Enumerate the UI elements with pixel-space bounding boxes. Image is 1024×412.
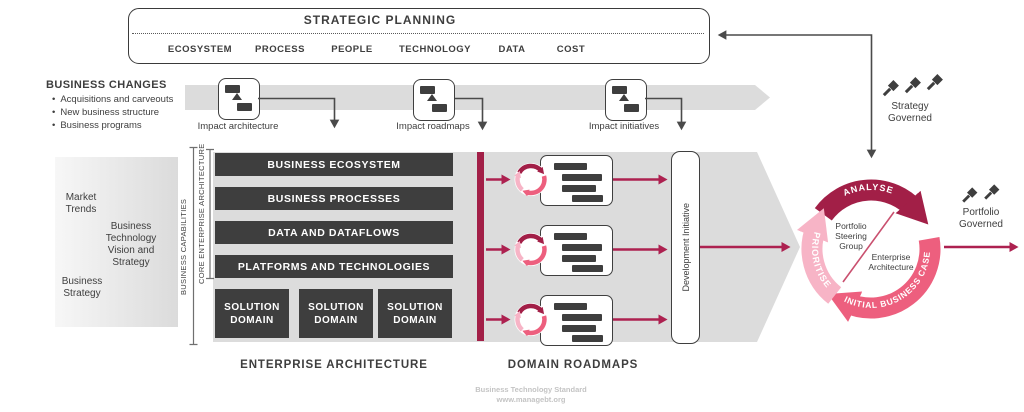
business-changes-band — [185, 85, 770, 110]
domain-roadmaps-section-label: DOMAIN ROADMAPS — [507, 359, 639, 371]
change-arrow-icon — [232, 93, 242, 100]
gantt-bar — [554, 303, 587, 310]
business-strategy-label: Business Strategy — [61, 276, 103, 299]
gantt-bar — [572, 335, 603, 342]
analyse-label: ANALYSE — [842, 182, 894, 198]
business-capabilities-label: BUSINESS CAPABILITIES — [179, 198, 188, 296]
layer-platforms-and-technologies: PLATFORMS AND TECHNOLOGIES — [215, 255, 453, 278]
solution-domain-3: SOLUTION DOMAIN — [378, 289, 452, 338]
strategic-planning-box — [128, 8, 710, 64]
solution-domain-1: SOLUTION DOMAIN — [215, 289, 289, 338]
impact-initiatives-label: Impact initiatives — [588, 121, 660, 132]
vision-strategy-label: Business Technology Vision and Strategy — [105, 221, 157, 268]
gantt-bar — [562, 314, 602, 321]
bc-bullet-1: Acquisitions and carveouts — [52, 94, 173, 105]
enterprise-architecture-inner-label: Enterprise Architecture — [868, 252, 914, 272]
change-icon — [225, 85, 240, 93]
gantt-bar — [572, 265, 603, 272]
sp-item-data: DATA — [498, 44, 526, 55]
bc-bullet-2: New business structure — [52, 107, 159, 118]
sp-item-process: PROCESS — [255, 44, 305, 55]
strategy-governed-label: Strategy Governed — [888, 101, 932, 124]
layer-business-processes: BUSINESS PROCESSES — [215, 187, 453, 210]
roadmap-card-2 — [540, 225, 613, 276]
gavel-icon — [882, 80, 899, 97]
gantt-bar — [562, 174, 602, 181]
impact-architecture-box — [218, 78, 260, 120]
footer-line1: Business Technology Standard — [475, 385, 587, 394]
solution-domain-2: SOLUTION DOMAIN — [299, 289, 373, 338]
change-icon — [237, 103, 252, 111]
gavel-icon — [962, 187, 978, 203]
gantt-bar — [562, 255, 596, 262]
gantt-bar — [554, 233, 587, 240]
sp-item-cost: COST — [556, 44, 586, 55]
analyse-arc — [814, 179, 929, 225]
change-icon — [612, 86, 627, 94]
enterprise-architecture-section-label: ENTERPRISE ARCHITECTURE — [240, 359, 428, 371]
development-initiative-box: Development Initiative — [671, 151, 700, 344]
change-icon — [420, 86, 435, 94]
business-changes-title: BUSINESS CHANGES — [46, 79, 167, 91]
change-icon — [624, 104, 639, 112]
roadmap-card-3 — [540, 295, 613, 346]
sp-item-ecosystem: ECOSYSTEM — [167, 44, 233, 55]
strategic-planning-divider — [132, 33, 704, 34]
core-ea-bracket — [206, 148, 214, 280]
roadmap-divider-bar — [477, 152, 484, 341]
impact-architecture-label: Impact architecture — [197, 121, 279, 132]
impact-initiatives-box — [605, 79, 647, 121]
gantt-bar — [572, 195, 603, 202]
change-arrow-icon — [427, 94, 437, 101]
gantt-bar — [562, 325, 596, 332]
gavel-icon — [926, 74, 943, 91]
gavel-icon — [904, 77, 921, 94]
layer-business-ecosystem: BUSINESS ECOSYSTEM — [215, 153, 453, 176]
change-arrow-icon — [619, 94, 629, 101]
bc-bullet-3: Business programs — [52, 120, 141, 131]
strategic-planning-title: STRATEGIC PLANNING — [303, 13, 457, 27]
gavel-icon — [984, 184, 1000, 200]
gantt-bar — [562, 185, 596, 192]
portfolio-steering-group-label: Portfolio Steering Group — [835, 221, 867, 251]
gantt-bar — [562, 244, 602, 251]
footer-line2: www.managebt.org — [496, 395, 566, 404]
impact-roadmaps-label: Impact roadmaps — [396, 121, 470, 132]
roadmap-card-1 — [540, 155, 613, 206]
impact-roadmaps-box — [413, 79, 455, 121]
sp-item-technology: TECHNOLOGY — [398, 44, 472, 55]
portfolio-governed-label: Portfolio Governed — [959, 207, 1003, 230]
core-enterprise-architecture-label: CORE ENTERPRISE ARCHITECTURE — [197, 143, 206, 285]
development-initiative-label: Development Initiative — [680, 203, 691, 292]
market-trends-label: Market Trends — [65, 192, 97, 215]
svg-text:ANALYSE: ANALYSE — [842, 182, 895, 198]
layer-data-and-dataflows: DATA AND DATAFLOWS — [215, 221, 453, 244]
change-icon — [432, 104, 447, 112]
gantt-bar — [554, 163, 587, 170]
strategy-inputs-block — [55, 157, 178, 327]
sp-item-people: PEOPLE — [331, 44, 373, 55]
